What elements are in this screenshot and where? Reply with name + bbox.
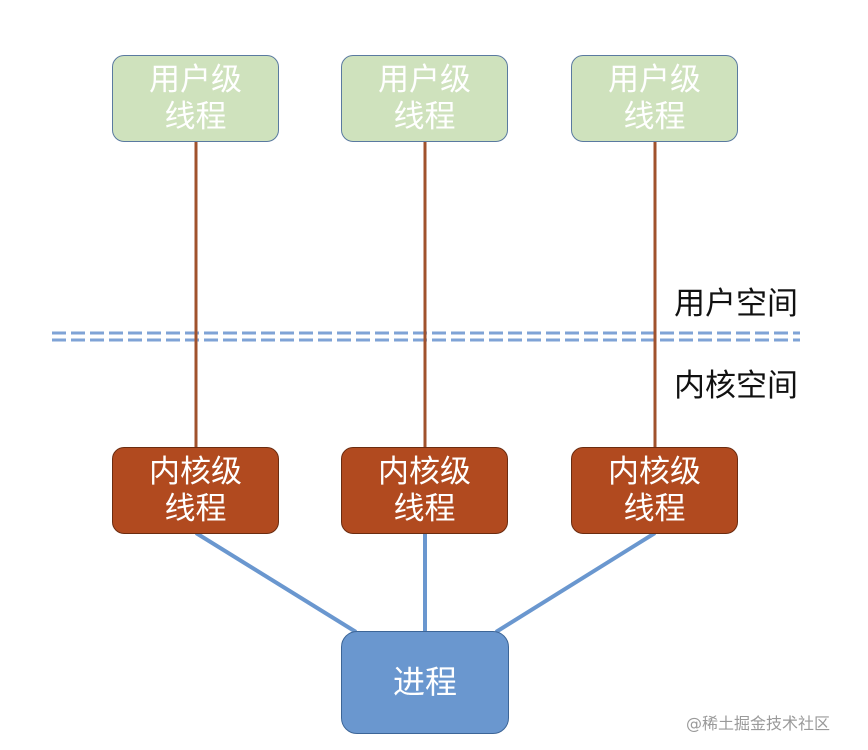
user-thread-3-line2: 线程	[623, 98, 686, 135]
kernel-process-link-1	[194, 531, 358, 634]
user-thread-1-line2: 线程	[164, 98, 227, 135]
watermark: @稀土掘金技术社区	[686, 714, 831, 733]
user-thread-2: 用户级线程	[341, 55, 508, 142]
kernel-thread-3-line1: 内核级	[608, 453, 701, 490]
user-thread-1-line1: 用户级	[149, 61, 242, 98]
user-thread-3: 用户级线程	[571, 55, 738, 142]
user-space-label: 用户空间	[674, 286, 798, 322]
kernel-thread-2-line2: 线程	[393, 490, 456, 527]
kernel-thread-1-line1: 内核级	[149, 453, 242, 490]
process-label: 进程	[392, 662, 457, 701]
user-thread-2-line2: 线程	[393, 98, 456, 135]
kernel-process-link-3	[494, 531, 657, 634]
user-thread-1: 用户级线程	[112, 55, 279, 142]
user-thread-2-line1: 用户级	[378, 61, 471, 98]
kernel-thread-3-line2: 线程	[623, 490, 686, 527]
kernel-thread-3: 内核级线程	[571, 447, 738, 534]
user-thread-3-line1: 用户级	[608, 61, 701, 98]
kernel-space-label: 内核空间	[674, 368, 798, 404]
process-box: 进程	[341, 631, 509, 734]
kernel-thread-2-line1: 内核级	[378, 453, 471, 490]
kernel-thread-2: 内核级线程	[341, 447, 508, 534]
kernel-thread-1: 内核级线程	[112, 447, 279, 534]
kernel-thread-1-line2: 线程	[164, 490, 227, 527]
